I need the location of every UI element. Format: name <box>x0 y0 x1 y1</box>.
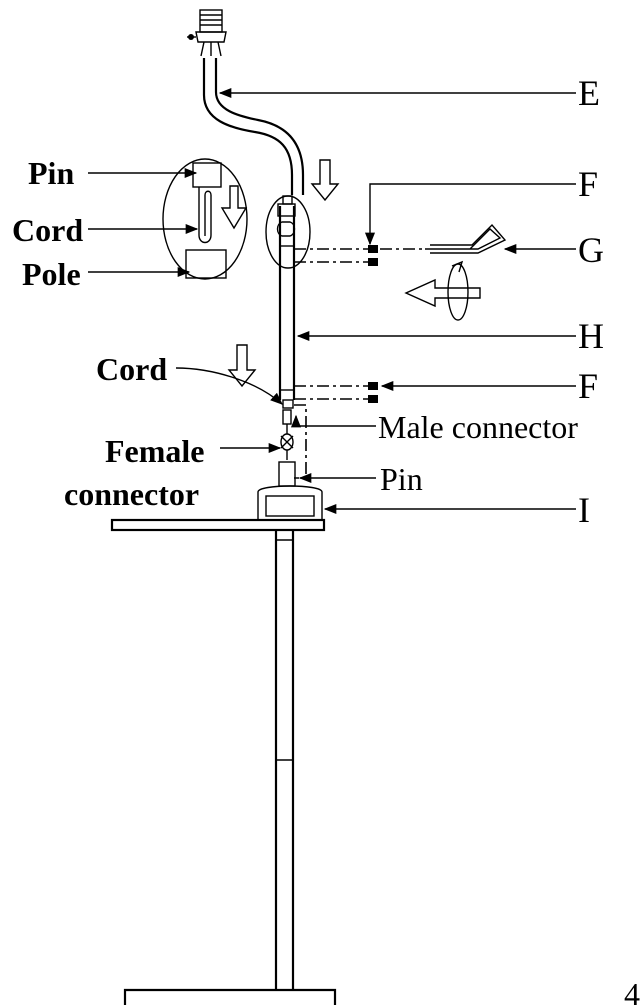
down-arrow-icon <box>220 185 248 230</box>
label-F-top: F <box>578 164 598 204</box>
thumb-screw-icon <box>294 245 378 266</box>
lower-pole <box>274 530 295 990</box>
gooseneck-arm <box>202 58 305 195</box>
label-cord-callout: Cord <box>12 212 83 248</box>
page-number: 4 <box>624 976 640 1005</box>
label-E: E <box>578 73 600 113</box>
male-connector <box>282 399 294 434</box>
female-connector <box>280 433 294 460</box>
connector-dash-bracket <box>294 404 307 479</box>
thumb-screw-icon <box>294 382 378 403</box>
base-joint <box>257 485 323 521</box>
label-male-connector: Male connector <box>378 409 578 445</box>
label-pole-callout: Pole <box>22 256 81 292</box>
rotation-arrow-icon <box>447 260 469 321</box>
leader-F-top <box>364 183 576 246</box>
label-cord-lower: Cord <box>96 351 167 387</box>
joint-detail-ring <box>265 195 311 269</box>
label-pin-callout: Pin <box>28 155 74 191</box>
t-handle-wrench-icon <box>380 223 507 254</box>
detail-magnifier <box>162 158 248 280</box>
label-female-connector-line2: connector <box>64 476 199 512</box>
socket-icon <box>187 9 227 57</box>
leader-male-connector <box>290 414 376 428</box>
upper-pole <box>276 195 296 400</box>
lower-pin <box>278 461 296 487</box>
leader-cord-lower <box>175 367 283 405</box>
label-I: I <box>578 490 590 530</box>
down-arrow-icon <box>227 344 257 388</box>
label-F-bottom: F <box>578 366 598 406</box>
label-pin-lower: Pin <box>380 461 423 497</box>
label-H: H <box>578 316 604 356</box>
label-G: G <box>578 230 604 270</box>
floor-base-plate <box>123 988 337 1005</box>
down-arrow-icon <box>310 159 340 202</box>
base-plate <box>110 518 326 532</box>
label-female-connector-line1: Female <box>105 433 205 469</box>
left-arrow-icon <box>404 278 481 308</box>
